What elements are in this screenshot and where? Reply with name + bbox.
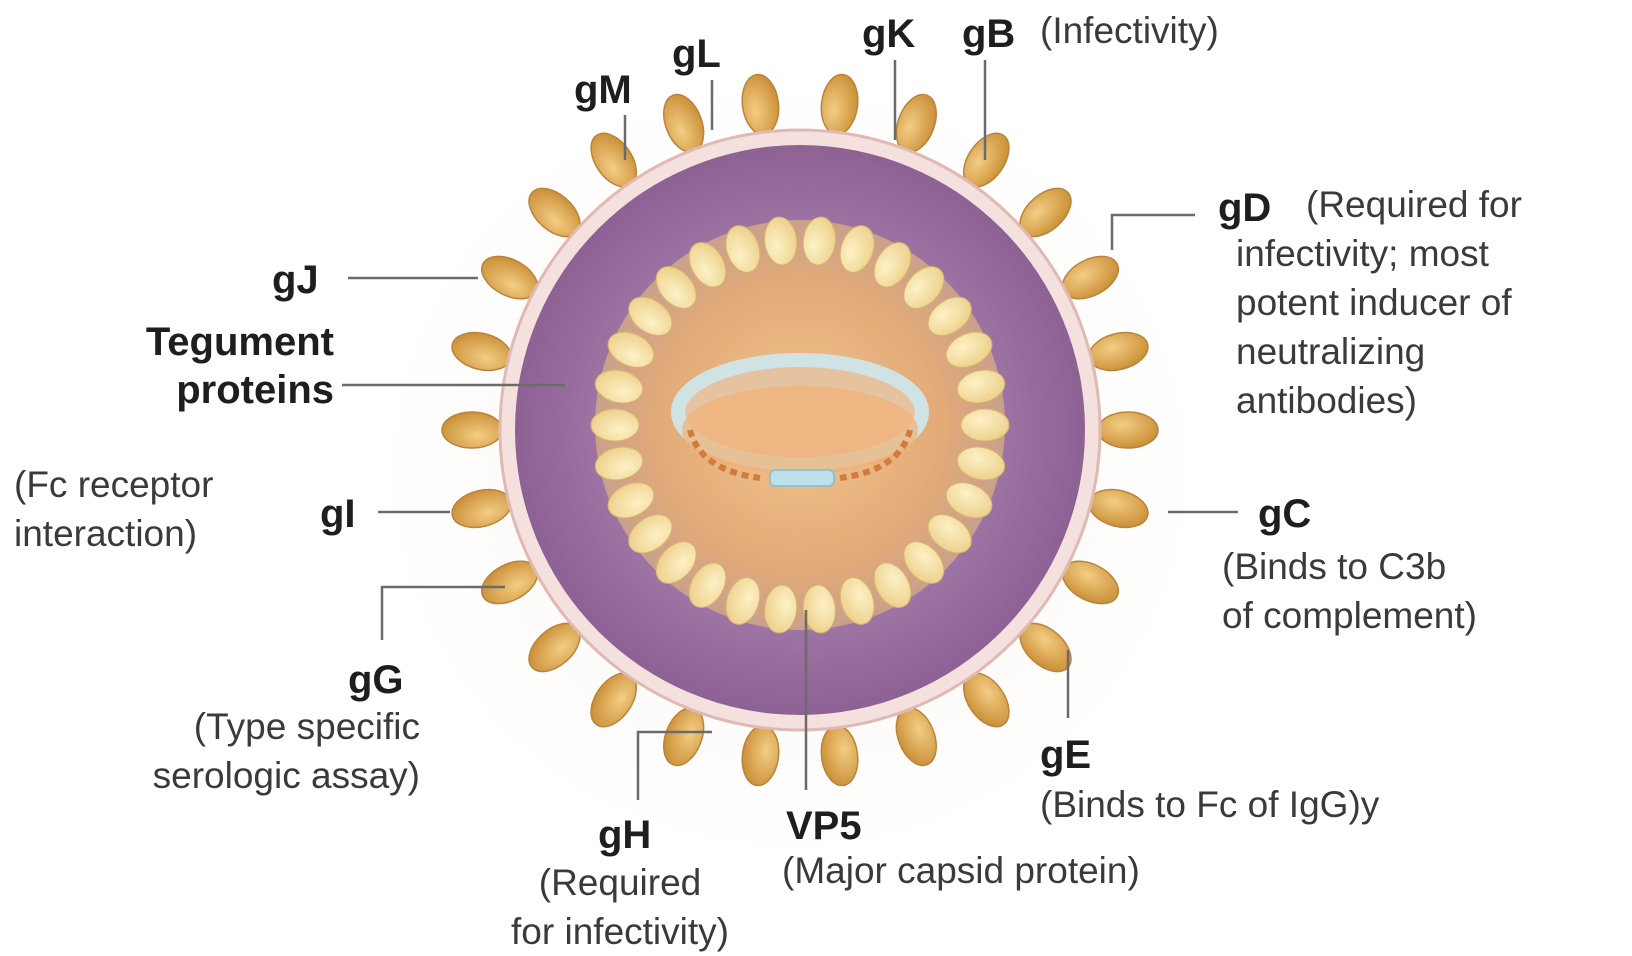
label-gh-note: (Required for infectivity) bbox=[460, 858, 780, 956]
label-gb-note: (Infectivity) bbox=[1040, 6, 1219, 55]
glycoprotein-spike bbox=[442, 412, 502, 448]
label-gi: gI bbox=[320, 494, 356, 534]
label-gg-note: (Type specific serologic assay) bbox=[40, 702, 420, 800]
label-gc: gC bbox=[1258, 494, 1311, 534]
label-gg: gG bbox=[348, 660, 404, 700]
label-gl: gL bbox=[672, 34, 721, 74]
glycoprotein-spike bbox=[1098, 412, 1158, 448]
label-ge: gE bbox=[1040, 735, 1091, 775]
label-gd-note: (Required for bbox=[1306, 180, 1522, 229]
label-vp5-note: (Major capsid protein) bbox=[782, 846, 1140, 895]
label-gd: gD bbox=[1218, 188, 1271, 228]
capsomer bbox=[961, 409, 1009, 441]
label-ge-note: (Binds to Fc of IgG)y bbox=[1040, 780, 1379, 829]
label-gi-note: (Fc receptor interaction) bbox=[14, 460, 213, 558]
label-tegument-proteins: Tegument proteins bbox=[94, 318, 334, 414]
label-gk: gK bbox=[862, 14, 915, 54]
label-gm: gM bbox=[574, 70, 632, 110]
label-gc-note: (Binds to C3b of complement) bbox=[1222, 542, 1477, 640]
label-gd-note-cont: infectivity; most potent inducer of neut… bbox=[1236, 229, 1512, 425]
label-gj: gJ bbox=[272, 260, 319, 300]
capsomer bbox=[591, 409, 639, 441]
label-gh: gH bbox=[598, 815, 651, 855]
label-vp5: VP5 bbox=[786, 806, 862, 846]
label-gb: gB bbox=[962, 14, 1015, 54]
